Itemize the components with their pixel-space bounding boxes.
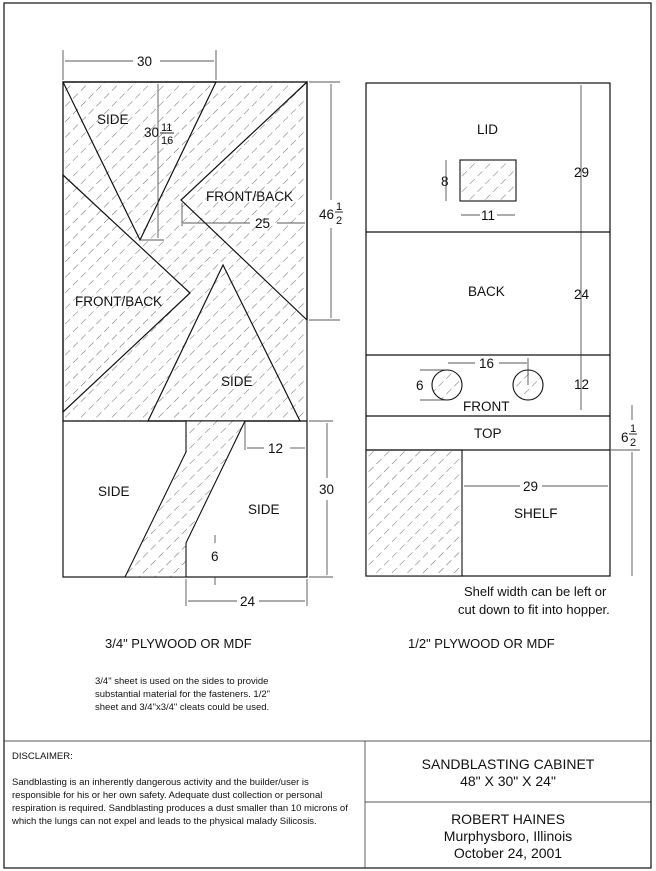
label-shelf: SHELF xyxy=(514,506,558,521)
label-side-lower-left: SIDE xyxy=(98,484,130,499)
window-cutout xyxy=(459,159,517,202)
right-sheet-material: 1/2" PLYWOOD OR MDF xyxy=(408,636,555,651)
dim-height-den: 2 xyxy=(336,215,342,227)
dim-top-num: 1 xyxy=(630,423,636,435)
disclaimer-text: Sandblasting is an inherently dangerous … xyxy=(12,777,348,827)
dim-lower-width-24: 24 xyxy=(240,594,256,609)
dim-lid-29: 29 xyxy=(574,165,589,180)
right-sheet: LID 8 11 29 BACK 24 16 6 FRONT 12 TOP 6 … xyxy=(365,82,640,577)
author-location: Murphysboro, Illinois xyxy=(443,828,573,844)
dim-offset-12: 12 xyxy=(268,441,283,456)
dim-shelf-29: 29 xyxy=(523,479,538,494)
dim-window-11: 11 xyxy=(481,208,495,223)
label-top: TOP xyxy=(474,426,502,441)
drawing-dimensions: 48" X 30" X 24" xyxy=(460,773,556,789)
dim-front-12: 12 xyxy=(574,377,589,392)
left-sheet-material: 3/4" PLYWOOD OR MDF xyxy=(105,636,252,651)
dim-side-height-num: 11 xyxy=(161,122,172,134)
label-front: FRONT xyxy=(463,399,510,414)
dim-side-height-den: 16 xyxy=(161,135,173,147)
dim-width-30: 30 xyxy=(137,54,152,69)
dim-notch-6: 6 xyxy=(211,549,219,564)
shelf-note-line-2: cut down to fit into hopper. xyxy=(458,602,610,617)
drawing-date: October 24, 2001 xyxy=(453,845,563,861)
label-side-bottom: SIDE xyxy=(221,374,253,389)
label-front-back-right: FRONT/BACK xyxy=(206,189,293,204)
dim-height-num: 1 xyxy=(336,201,342,213)
left-sheet-note: 3/4" sheet is used on the sides to provi… xyxy=(95,676,270,713)
waste-area-lower xyxy=(124,420,246,578)
author-name: ROBERT HAINES xyxy=(451,811,565,827)
label-front-back-left: FRONT/BACK xyxy=(75,294,162,309)
label-lid: LID xyxy=(477,122,498,137)
label-side-lower-right: SIDE xyxy=(248,502,280,517)
label-side-top: SIDE xyxy=(97,112,129,127)
drawing-title: SANDBLASTING CABINET xyxy=(421,756,595,772)
glove-hole-left xyxy=(431,369,463,401)
dim-back-24: 24 xyxy=(574,287,590,302)
waste-area-right xyxy=(365,449,463,577)
label-back: BACK xyxy=(468,284,505,299)
dim-hole-dia-6: 6 xyxy=(416,378,424,393)
left-sheet-lower: SIDE SIDE 12 30 6 24 xyxy=(62,420,334,609)
page-border xyxy=(3,2,652,869)
dim-side-height-whole: 30 xyxy=(144,125,159,140)
dim-top-den: 2 xyxy=(630,437,636,449)
dim-front-back-25: 25 xyxy=(255,216,270,231)
shelf-note-line-1: Shelf width can be left or xyxy=(464,584,607,599)
dim-height-whole: 46 xyxy=(319,207,334,222)
dim-top-whole: 6 xyxy=(621,430,629,445)
left-dimensions: 30 30 11 16 25 46 1 2 xyxy=(62,50,343,321)
disclaimer-heading: DISCLAIMER: xyxy=(12,751,73,762)
dim-window-8: 8 xyxy=(441,174,449,189)
waste-area xyxy=(62,81,308,422)
left-sheet-upper: SIDE FRONT/BACK FRONT/BACK SIDE xyxy=(62,80,308,422)
dim-hole-spacing-16: 16 xyxy=(479,356,494,371)
dim-lower-height-30: 30 xyxy=(319,482,334,497)
